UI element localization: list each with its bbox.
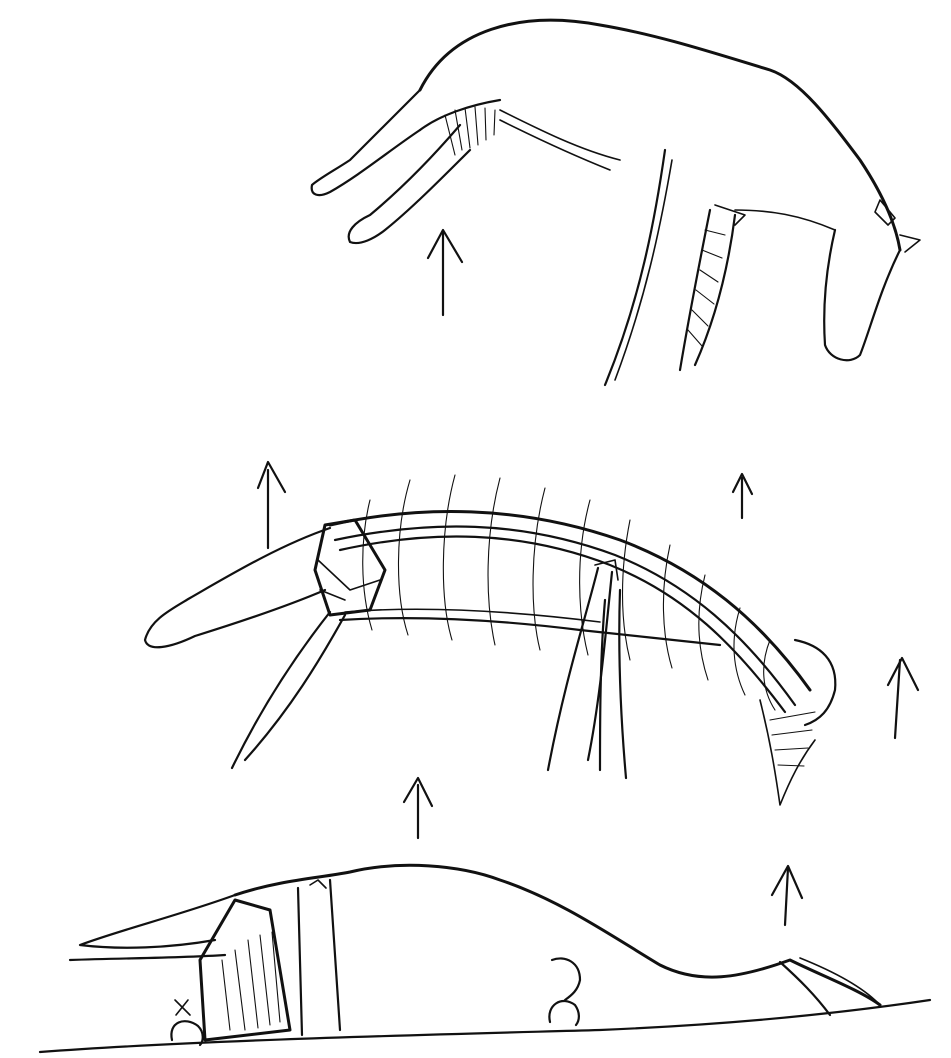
up-arrow-icon (772, 866, 802, 925)
top-animal-figure (312, 20, 920, 385)
middle-animal-figure (145, 475, 835, 805)
up-arrow-icon (428, 230, 462, 315)
bottom-animal-figure (40, 865, 930, 1052)
up-arrow-icon (258, 462, 285, 548)
up-arrow-icon (888, 658, 918, 738)
up-arrow-icon (733, 474, 752, 518)
up-arrow-icon (404, 778, 432, 838)
